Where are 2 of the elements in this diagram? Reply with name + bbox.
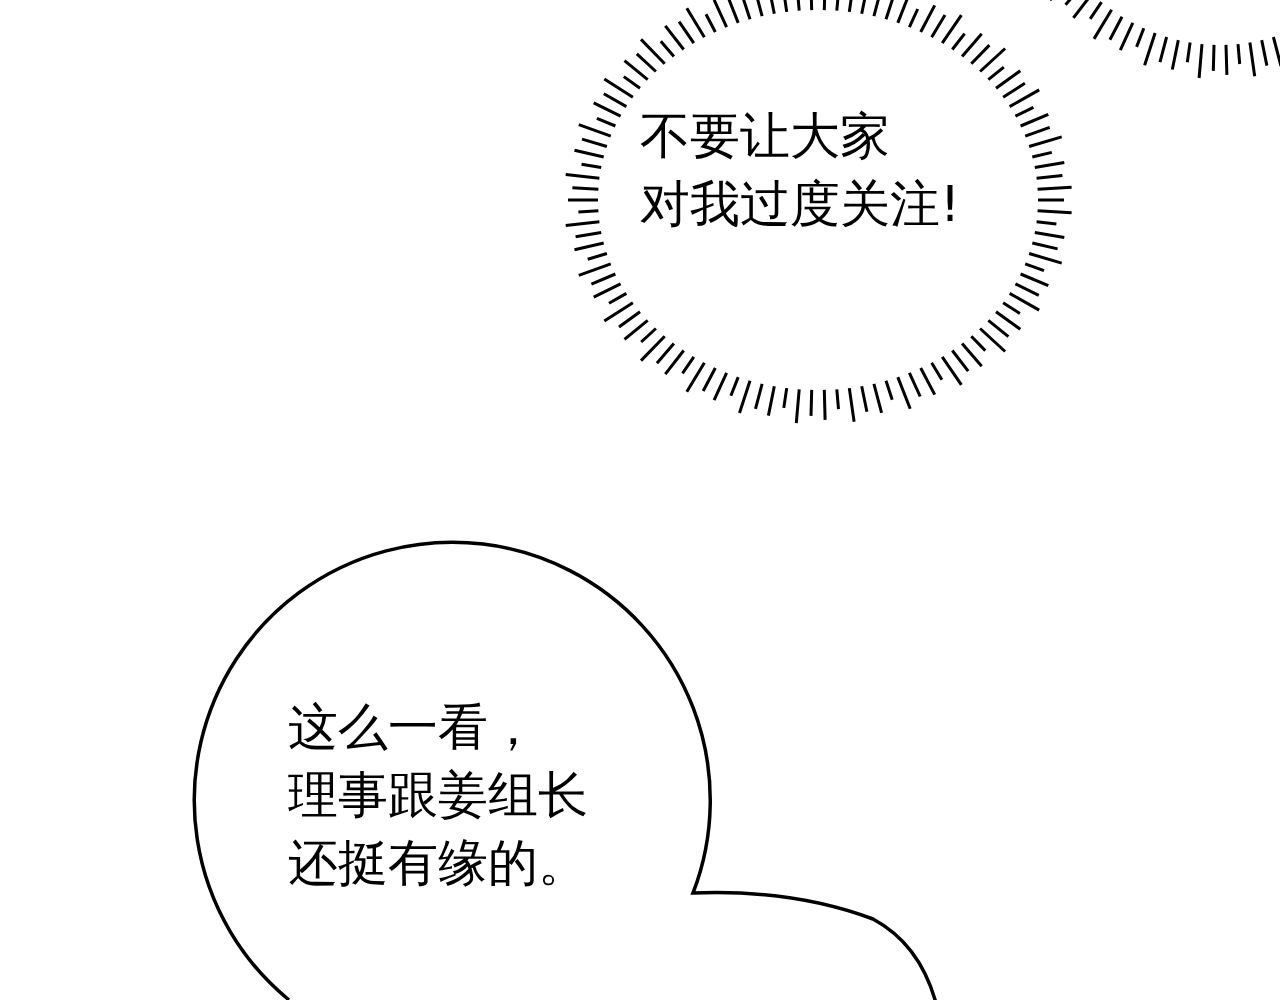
speech-text: 这么一看，理事跟姜组长还挺有缘的。 (288, 697, 588, 894)
speech-text: 不要让大家对我过度关注! (640, 106, 961, 235)
